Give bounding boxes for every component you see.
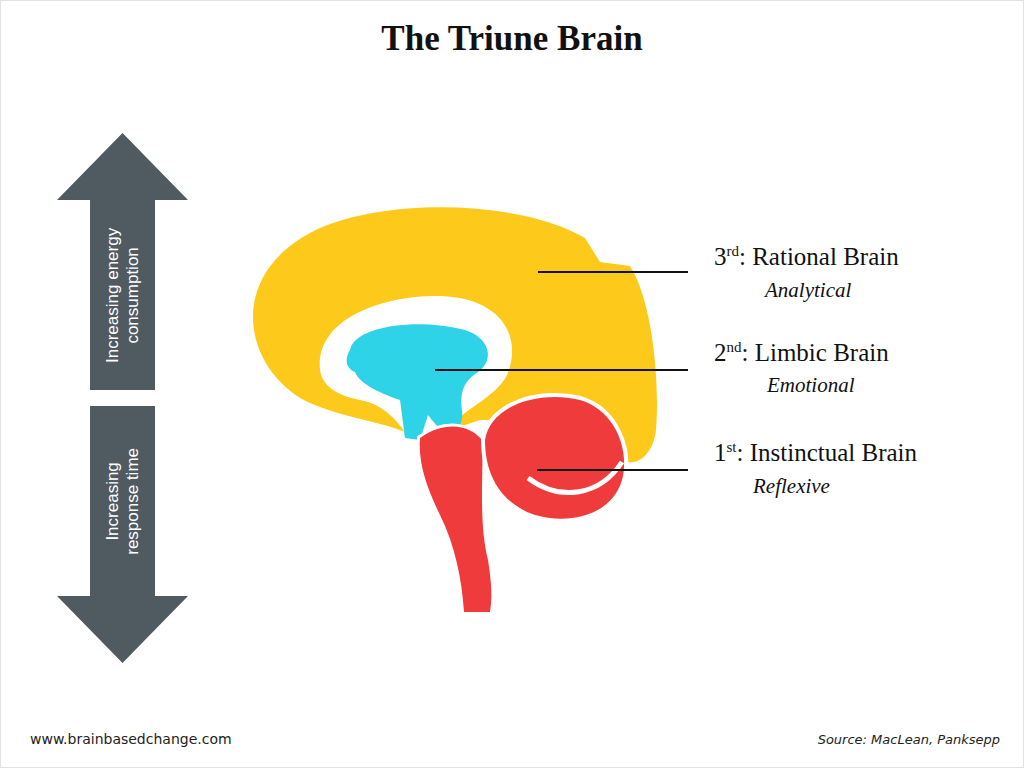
- region-role: Reflexive: [753, 474, 830, 499]
- leader-line: [537, 469, 688, 471]
- title-anchor: The Triune Brain: [0, 18, 1024, 60]
- region-label: 3rd: Rational Brain: [714, 242, 899, 272]
- region-label: 1st: Instinctual Brain: [714, 438, 917, 468]
- arrow-fill: [57, 406, 188, 663]
- region-role: Emotional: [767, 373, 855, 398]
- label-anchor: www.brainbasedchange.com: [30, 731, 232, 748]
- source-note: Source: MacLean, Panksepp: [818, 732, 1000, 748]
- arrow-band: Increasing energy consumption: [57, 133, 188, 390]
- region-label: 2nd: Limbic Brain: [714, 338, 889, 368]
- region-role: Analytical: [765, 278, 851, 303]
- arrow-caption: Increasing energy consumption: [102, 207, 143, 383]
- leader-line: [435, 369, 688, 371]
- arrow-fill: [57, 133, 188, 390]
- label-anchor: Emotional: [767, 373, 855, 398]
- arrow-caption: Increasing response time: [102, 426, 143, 576]
- label-anchor: Reflexive: [753, 474, 830, 499]
- label-anchor: 2nd: Limbic Brain: [714, 338, 889, 368]
- label-anchor: Source: MacLean, Panksepp: [818, 732, 1000, 748]
- leader-line: [538, 271, 688, 273]
- website-note: www.brainbasedchange.com: [30, 731, 232, 748]
- cerebellum-fold: [528, 462, 622, 493]
- label-anchor: 1st: Instinctual Brain: [714, 438, 917, 468]
- cerebellum-shape: [485, 397, 624, 519]
- arrow-band: Increasing response time: [57, 406, 188, 663]
- diagram-title: The Triune Brain: [0, 18, 1024, 60]
- cortex-hollow: [320, 296, 512, 442]
- label-anchor: Analytical: [765, 278, 851, 303]
- brainstem-shape: [420, 426, 492, 612]
- label-anchor: 3rd: Rational Brain: [714, 242, 899, 272]
- limbic-shape: [347, 324, 488, 440]
